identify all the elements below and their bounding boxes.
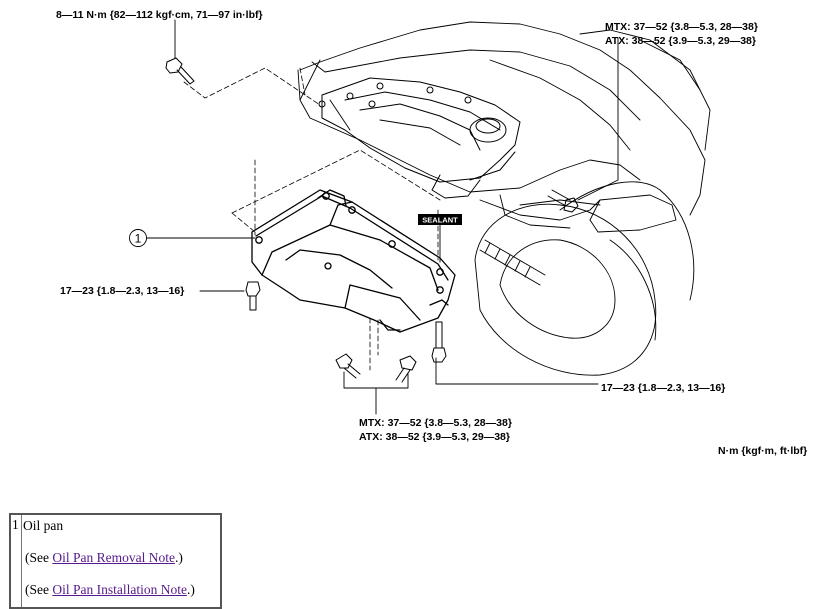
removal-note-line: (See Oil Pan Removal Note.) xyxy=(23,549,219,581)
see-prefix: (See xyxy=(25,582,53,597)
sealant-tag: SEALANT xyxy=(418,214,462,263)
oil-pan-removal-note-link[interactable]: Oil Pan Removal Note xyxy=(52,550,175,565)
left-bolt-icon xyxy=(199,281,261,311)
see-prefix: (See xyxy=(25,550,53,565)
part-number: 1 xyxy=(12,517,19,532)
lower-bolts-leader xyxy=(343,371,409,415)
parts-legend-table: 1 Oil pan (See Oil Pan Removal Note.) (S… xyxy=(9,513,222,609)
upper-right-mtx-torque-label: MTX: 37—52 {3.8—5.3, 28—38} xyxy=(605,21,758,33)
table-row: 1 Oil pan (See Oil Pan Removal Note.) (S… xyxy=(9,513,222,609)
right-bolt-icon xyxy=(431,321,599,385)
upper-right-atx-torque-label: ATX: 38—52 {3.9—5.3, 29—38} xyxy=(605,35,756,47)
sealant-tag-label: SEALANT xyxy=(422,216,458,225)
callout-1: 1 xyxy=(129,229,256,247)
see-suffix: .) xyxy=(186,582,195,597)
part-number-cell: 1 xyxy=(9,513,22,609)
mtx-upper-bolt-icon xyxy=(547,37,619,213)
transmission-mount-plate xyxy=(318,77,521,199)
torque-units-label: N·m {kgf·m, ft·lbf} xyxy=(718,445,808,457)
lower-mtx-torque-label: MTX: 37—52 {3.8—5.3, 28—38} xyxy=(359,417,512,429)
exploded-view-diagram: SEALANT 1 xyxy=(129,19,711,415)
see-suffix: .) xyxy=(174,550,183,565)
top-bolt-icon xyxy=(165,19,195,85)
installation-note-line: (See Oil Pan Installation Note.) xyxy=(23,581,219,607)
oil-pan xyxy=(251,189,456,333)
oil-pan-installation-note-link[interactable]: Oil Pan Installation Note xyxy=(52,582,187,597)
top-bolt-torque-label: 8—11 N·m {82—112 kgf·cm, 71—97 in·lbf} xyxy=(56,9,263,21)
assembly-guide-lines xyxy=(183,67,441,371)
left-bolt-torque-label: 17—23 {1.8—2.3, 13—16} xyxy=(60,285,185,297)
right-bolt-torque-label: 17—23 {1.8—2.3, 13—16} xyxy=(601,382,726,394)
lower-right-bolt-icon xyxy=(395,355,417,383)
lower-atx-torque-label: ATX: 38—52 {3.9—5.3, 29—38} xyxy=(359,431,510,443)
lower-left-bolt-icon xyxy=(335,353,361,379)
subframe-outline xyxy=(297,21,711,376)
part-description-cell: Oil pan (See Oil Pan Removal Note.) (See… xyxy=(21,513,222,609)
part-name: Oil pan xyxy=(23,518,64,533)
callout-number: 1 xyxy=(135,232,142,246)
